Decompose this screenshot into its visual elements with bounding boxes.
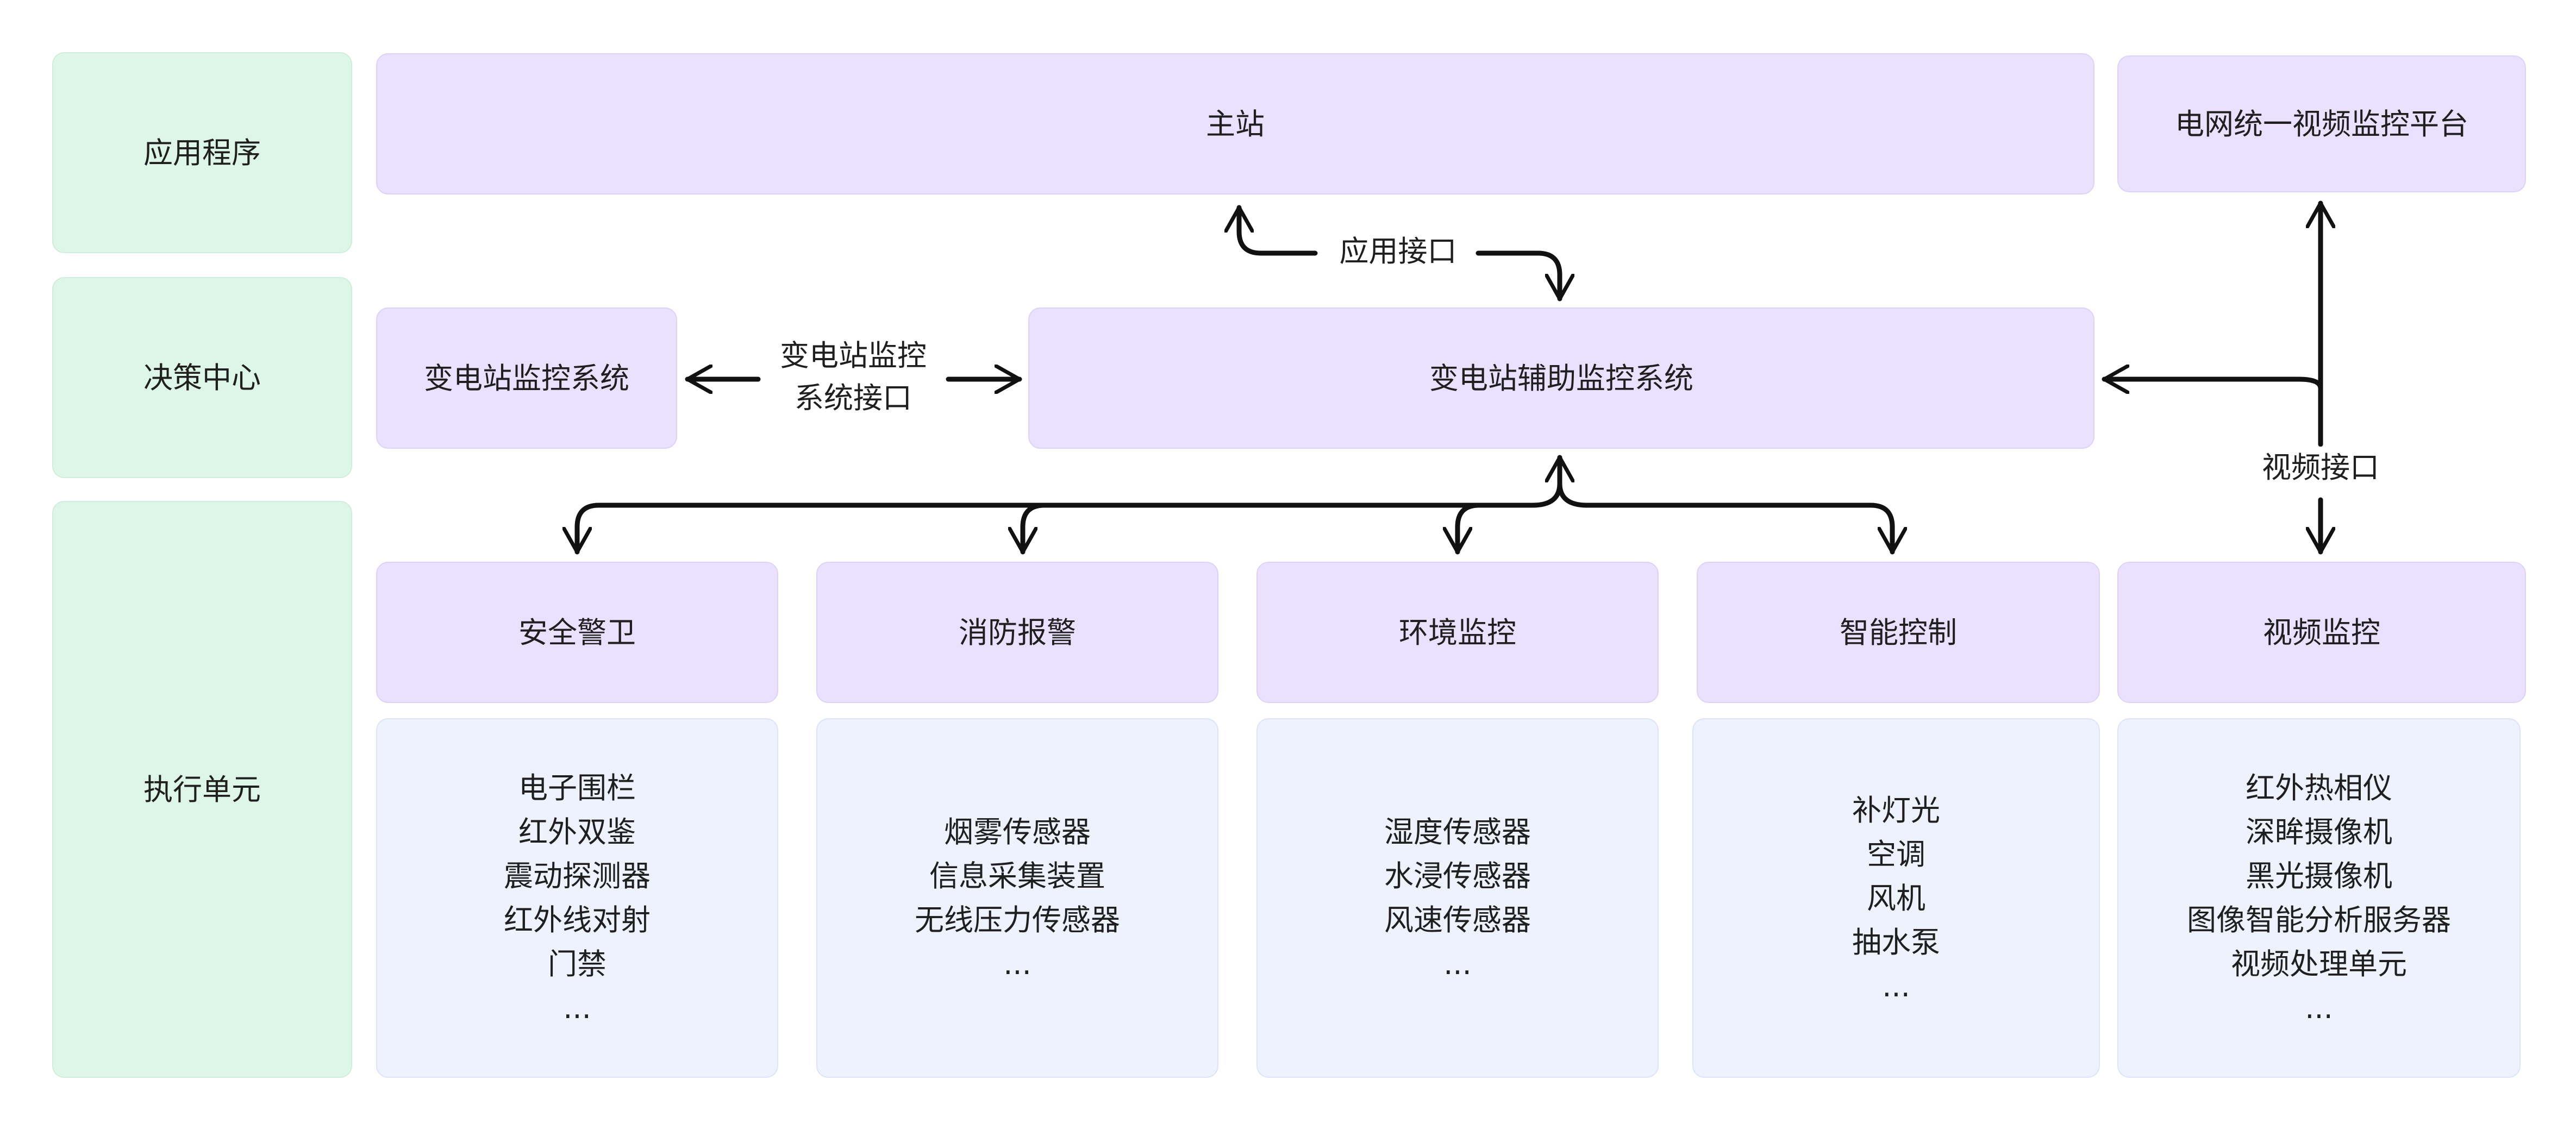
list-item: 门禁 [548,947,607,981]
bus-branch-env [1458,503,1482,555]
app-interface-arrow-up [1239,205,1318,256]
bus-branch-right [1557,481,1892,555]
unit-title-fire-alarm-label: 消防报警 [959,615,1076,650]
unit-title-environment-label: 环境监控 [1399,615,1516,650]
video-platform-box: 电网统一视频监控平台 [2117,55,2526,192]
unit-title-smart-control-label: 智能控制 [1840,615,1957,650]
list-item: 水浸传感器 [1384,859,1531,893]
list-item: 湿度传感器 [1384,815,1531,849]
app-interface-arrow-down [1475,250,1560,302]
unit-title-fire-alarm: 消防报警 [816,562,1218,703]
unit-list-fire-alarm: 烟雾传感器 信息采集装置 无线压力传感器 ... [816,718,1218,1078]
unit-title-security-label: 安全警卫 [518,615,636,650]
substation-monitor-box: 变电站监控系统 [376,307,677,449]
unit-list-environment: 湿度传感器 水浸传感器 风速传感器 ... [1256,718,1659,1078]
unit-list-security: 电子围栏 红外双鉴 震动探测器 红外线对射 门禁 ... [376,718,778,1078]
video-platform-label: 电网统一视频监控平台 [2175,106,2468,141]
list-item: 震动探测器 [504,859,651,893]
layer-application-label: 应用程序 [143,135,261,170]
app-interface-label: 应用接口 [1321,230,1475,273]
bus-branch-left [577,481,1562,555]
aux-monitor-box: 变电站辅助监控系统 [1028,307,2094,449]
list-item: 图像智能分析服务器 [2187,903,2451,937]
list-item: ... [1003,947,1031,981]
list-item: 空调 [1867,837,1925,871]
list-item: 风速传感器 [1384,903,1531,937]
substation-interface-label: 变电站监控 系统接口 [761,335,946,420]
bus-branch-fire [1023,503,1047,555]
layer-execution-unit-label: 执行单元 [143,772,261,807]
unit-list-smart-control: 补灯光 空调 风机 抽水泵 ... [1692,718,2100,1078]
list-item: 红外线对射 [504,903,651,937]
unit-title-smart-control: 智能控制 [1697,562,2100,703]
layer-decision-center: 决策中心 [52,277,352,478]
unit-list-video: 红外热相仪 深眸摄像机 黑光摄像机 图像智能分析服务器 视频处理单元 ... [2117,718,2521,1078]
list-item: 信息采集装置 [929,859,1105,893]
unit-title-environment: 环境监控 [1256,562,1659,703]
unit-title-video: 视频监控 [2117,562,2526,703]
list-item: ... [2305,991,2333,1025]
video-arrow-left [2102,379,2323,388]
list-item: 烟雾传感器 [944,815,1091,849]
unit-title-security: 安全警卫 [376,562,778,703]
list-item: 补灯光 [1852,793,1940,827]
list-item: 深眸摄像机 [2246,815,2392,849]
unit-title-video-label: 视频监控 [2263,615,2380,650]
list-item: 抽水泵 [1852,925,1940,959]
list-item: 风机 [1867,881,1925,915]
master-station-label: 主站 [1206,106,1265,141]
aux-monitor-label: 变电站辅助监控系统 [1429,361,1693,395]
app-interface-text: 应用接口 [1339,234,1457,268]
list-item: 红外热相仪 [2246,771,2392,805]
list-item: 无线压力传感器 [915,903,1120,937]
substation-interface-text-2: 系统接口 [795,381,912,416]
substation-interface-text-1: 变电站监控 [780,338,927,373]
layer-decision-center-label: 决策中心 [143,360,261,395]
list-item: 红外双鉴 [518,815,636,849]
list-item: ... [563,991,591,1025]
layer-execution-unit: 执行单元 [52,501,352,1078]
video-interface-label: 视频接口 [2242,447,2399,489]
list-item: ... [1443,947,1472,981]
list-item: 视频处理单元 [2231,947,2407,981]
list-item: 黑光摄像机 [2246,859,2392,893]
layer-application: 应用程序 [52,52,352,253]
substation-monitor-label: 变电站监控系统 [424,361,629,395]
video-interface-text: 视频接口 [2262,450,2379,485]
list-item: 电子围栏 [518,771,636,805]
list-item: ... [1882,969,1910,1003]
master-station-box: 主站 [376,53,2094,194]
